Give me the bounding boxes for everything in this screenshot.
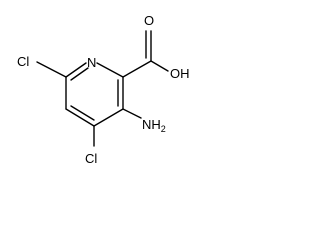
bond-c3-c4: [93, 108, 124, 127]
atom-label-chlorine-c6: Cl: [17, 54, 29, 69]
atom-label-amino: NH2: [142, 117, 166, 134]
bond-c4-c5-double: [70, 105, 95, 121]
bond-c6-cl: [36, 61, 67, 78]
amino-nh: NH: [142, 117, 161, 132]
bond-c3-nh2: [122, 108, 142, 119]
substituent-bonds: [36, 30, 169, 147]
bond-n1-c2: [96, 62, 124, 78]
pyridine-ring: [65, 62, 124, 127]
amino-subscript: 2: [161, 124, 166, 134]
bond-c6-n1: [65, 62, 87, 78]
atom-label-hydroxyl: OH: [170, 66, 190, 81]
atom-label-chlorine-c4: Cl: [85, 151, 97, 166]
bond-c6-n1-double: [70, 67, 89, 81]
chemical-structure-diagram: N O OH Cl Cl NH2: [17, 13, 190, 166]
bond-c2-carboxyl: [122, 60, 152, 78]
atom-labels: N O OH Cl Cl NH2: [17, 13, 190, 166]
bond-c4-c5: [65, 108, 95, 127]
atom-label-carboxyl-oxygen: O: [144, 13, 154, 28]
atom-label-ring-nitrogen: N: [87, 55, 96, 70]
bond-carboxyl-oh: [150, 60, 169, 72]
